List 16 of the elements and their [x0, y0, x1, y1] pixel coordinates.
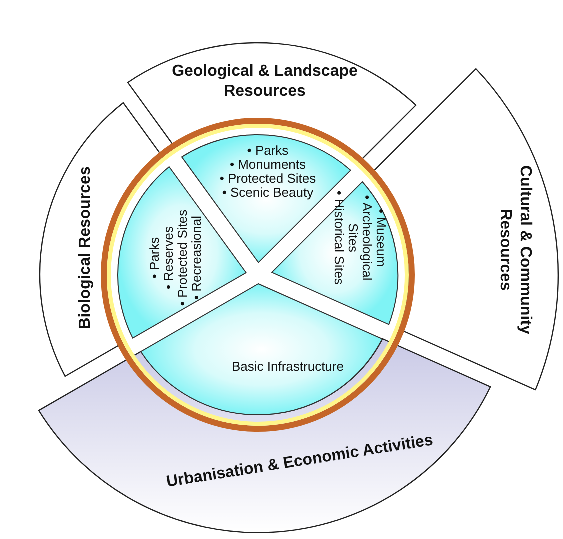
list-item: • Protected Sites: [218, 172, 318, 186]
list-item: • Scenic Beauty: [221, 186, 315, 200]
list-item: • Museum: [374, 208, 388, 269]
band-heading: Geological & Landscape Resources: [171, 62, 359, 102]
list-item: • Reserves: [162, 225, 176, 292]
list-item: • Archeological Sites: [346, 194, 374, 283]
segment-label: Basic Infrastructure: [232, 360, 344, 374]
list-item: • Recreasional: [190, 214, 204, 302]
band-heading: Urbanisation & Economic Activities: [165, 431, 435, 493]
list-item: • Parks: [148, 236, 162, 281]
list-item: • Historical Sites: [332, 190, 346, 286]
list-item: • Parks: [246, 144, 290, 158]
band-heading: Biological Resources: [76, 166, 95, 330]
band-heading: Cultural & Community Resources: [496, 164, 535, 335]
list-item: • Protected Sites: [176, 210, 190, 306]
list-item: • Monuments: [228, 158, 308, 172]
